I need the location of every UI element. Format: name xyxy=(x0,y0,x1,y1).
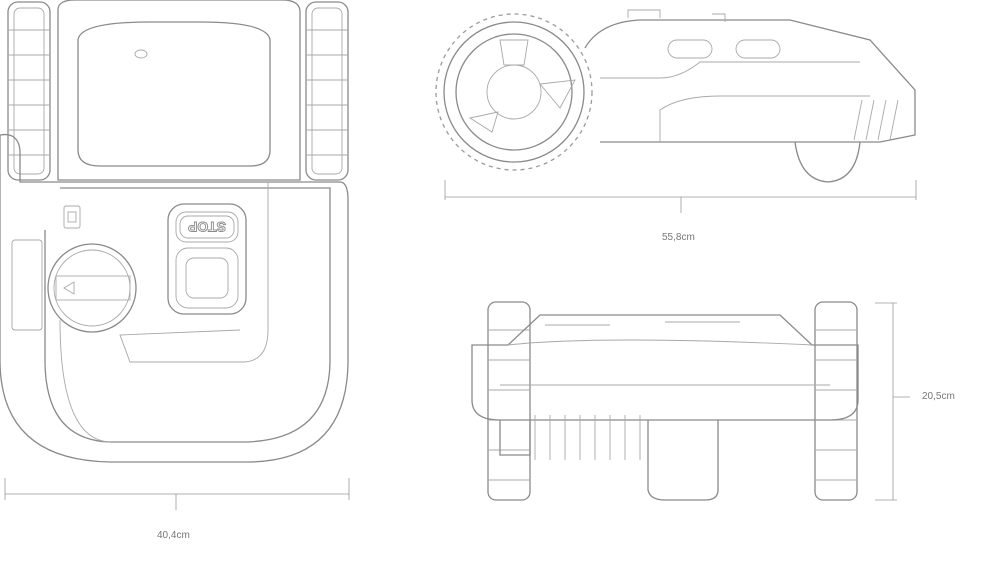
stop-label: STOP xyxy=(188,219,226,235)
length-dimension-line xyxy=(444,180,917,213)
side-view xyxy=(435,9,916,183)
right-wheel xyxy=(305,1,349,181)
left-wheel xyxy=(7,1,51,181)
stop-button[interactable]: STOP xyxy=(167,203,247,315)
length-label: 55,8cm xyxy=(662,232,695,243)
front-view xyxy=(471,301,859,501)
top-view: STOP xyxy=(0,0,349,463)
width-label: 40,4cm xyxy=(157,530,190,541)
height-label: 20,5cm xyxy=(922,391,955,402)
height-adjust-dial[interactable] xyxy=(47,243,137,333)
width-dimension-line xyxy=(4,478,350,510)
height-dimension-line xyxy=(875,302,910,501)
